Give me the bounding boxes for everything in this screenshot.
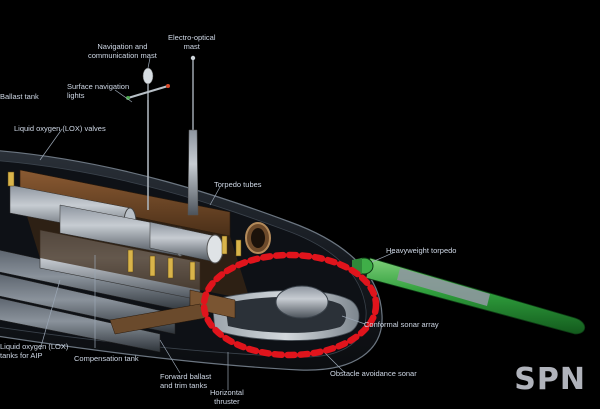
leader-lines bbox=[39, 57, 396, 390]
heavyweight-torpedo-shape bbox=[352, 257, 586, 335]
label-conformal-sonar-array: Conformal sonar array bbox=[364, 320, 439, 329]
label-lox-valves: Liquid oxygen (LOX) valves bbox=[14, 124, 106, 133]
label-ballast-tank: Ballast tank bbox=[0, 92, 39, 101]
torpedo-tube-shapes bbox=[9, 184, 271, 264]
label-electro-optical-mast: Electro-optical mast bbox=[168, 33, 216, 51]
lox-valves bbox=[7, 171, 242, 281]
electro-optical-mast-shape bbox=[187, 55, 199, 216]
nav-comm-mast-shape bbox=[126, 67, 170, 210]
label-nav-comm-mast: Navigation and communication mast bbox=[88, 42, 157, 60]
label-obstacle-avoidance-sonar: Obstacle avoidance sonar bbox=[330, 369, 417, 378]
highlight-ring bbox=[200, 251, 380, 359]
label-forward-ballast-trim: Forward ballast and trim tanks bbox=[160, 372, 212, 390]
sonar-assembly bbox=[109, 285, 360, 341]
watermark-logo: SPN bbox=[514, 362, 586, 397]
label-horizontal-thruster: Horizontal thruster bbox=[210, 388, 244, 406]
label-heavyweight-torpedo: Heavyweight torpedo bbox=[386, 246, 457, 255]
label-surface-nav-lights: Surface navigation lights bbox=[67, 82, 130, 100]
label-compensation-tank: Compensation tank bbox=[74, 354, 139, 363]
label-torpedo-tubes: Torpedo tubes bbox=[214, 180, 262, 189]
label-lox-tanks-aip: Liquid oxygen (LOX) tanks for AIP bbox=[0, 342, 69, 360]
